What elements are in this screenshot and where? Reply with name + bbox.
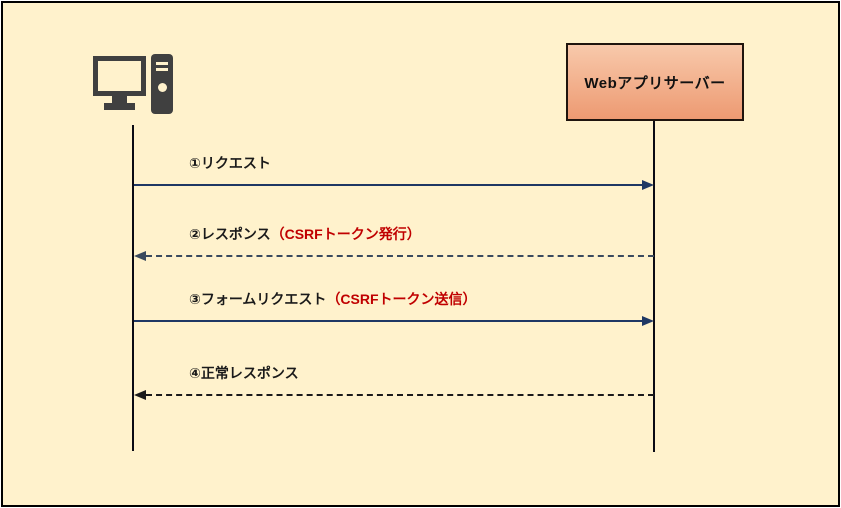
monitor-stand-neck — [112, 96, 127, 103]
message-4-arrowhead — [134, 390, 146, 400]
monitor-stand-base — [104, 103, 135, 110]
message-3-text: ③フォームリクエスト — [189, 291, 327, 307]
message-2-annotation: （CSRFトークン発行） — [270, 226, 421, 242]
server-actor-label: Webアプリサーバー — [584, 74, 726, 92]
client-lifeline — [132, 125, 134, 451]
message-4-label: ④正常レスポンス — [189, 363, 299, 383]
message-1-label: ①リクエスト — [189, 153, 271, 173]
desktop-computer-icon — [91, 51, 175, 117]
server-actor-box: Webアプリサーバー — [566, 43, 744, 121]
pc-power-button — [158, 83, 167, 92]
message-4-line — [146, 394, 654, 396]
message-1-text: ①リクエスト — [189, 155, 271, 171]
message-4-text: ④正常レスポンス — [189, 365, 299, 381]
message-3-arrowhead — [642, 316, 654, 326]
message-2-text: ②レスポンス — [189, 226, 271, 242]
message-2-label: ②レスポンス（CSRFトークン発行） — [189, 224, 421, 244]
message-3-label: ③フォームリクエスト（CSRFトークン送信） — [189, 289, 477, 309]
message-1-line — [134, 184, 642, 186]
monitor-screen — [98, 61, 141, 91]
pc-tower-slot — [156, 68, 168, 71]
server-lifeline — [653, 121, 655, 452]
message-2-arrowhead — [134, 251, 146, 261]
pc-tower-slot — [156, 62, 168, 65]
message-2-line — [146, 255, 654, 257]
message-3-line — [134, 320, 642, 322]
message-1-arrowhead — [642, 180, 654, 190]
message-3-annotation: （CSRFトークン送信） — [326, 291, 477, 307]
